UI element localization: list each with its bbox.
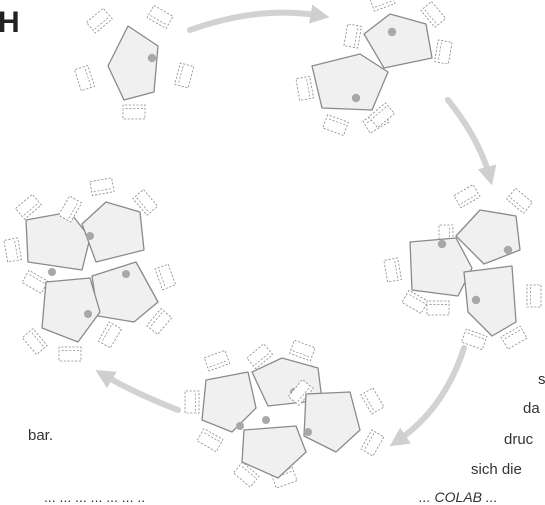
chair [289,339,316,362]
bottom-right-text-fragment: ... COLAB ... [419,489,498,505]
table-marker [262,416,270,424]
table-top [107,25,159,101]
chair [203,349,231,372]
table-top [25,211,91,271]
chair [85,7,113,34]
chair [154,263,177,291]
chair [526,284,542,308]
right-text-line: s [538,371,545,388]
table-top [41,277,101,343]
table-marker [48,268,56,276]
chair [369,0,396,12]
chair [122,104,146,120]
table-marker [351,93,361,103]
config-four-tables [3,177,177,362]
chair [146,308,173,335]
table-marker [437,239,447,249]
chair [453,184,481,209]
chair [21,269,49,294]
heading-fragment: H [0,6,20,39]
chair [343,23,362,49]
table-top [463,265,517,337]
table-marker [387,27,397,37]
table-top [363,13,433,69]
bottom-left-text-fragment: ... ... ... ... ... ... .. [44,489,146,505]
chair [434,39,453,65]
chair [506,187,533,214]
right-text-line: sich die [471,461,522,478]
config-three-tables [383,184,542,350]
chair [97,321,122,349]
arrow-3-to-4 [389,345,467,447]
table-marker [503,245,513,255]
chair [146,5,174,29]
arrow-4-to-5 [95,370,181,413]
chair [383,257,402,283]
chair [401,289,429,314]
config-single-table [74,5,195,120]
table-marker [236,422,244,430]
table-top [311,53,389,111]
table-top [241,425,307,479]
right-text-line: da [523,400,540,417]
config-two-tables [295,0,453,136]
table-marker [304,428,312,436]
right-text-line: druc [504,431,534,448]
chair [322,114,349,136]
chair [196,428,224,453]
table-marker [86,232,94,240]
chair [500,325,528,350]
table-marker [122,270,130,278]
table-top [201,371,257,433]
table-top [303,391,361,453]
chair [74,65,96,92]
table-marker [147,53,157,63]
config-five-tables [184,339,385,489]
table-marker [471,295,481,305]
chair [360,387,385,415]
chair [174,62,195,89]
chair [89,177,115,196]
arrow-2-to-3 [445,97,497,186]
chair [184,390,200,414]
chair [360,429,385,457]
chair [3,237,22,263]
left-text-fragment: bar. [28,427,54,444]
chair [21,328,48,355]
chair [15,193,42,220]
chair [426,300,450,316]
table-top [81,201,145,263]
arrow-1-to-2 [187,4,330,33]
chair [295,75,314,101]
table-marker [84,310,92,318]
chair [58,346,82,362]
flow-arrows [95,4,497,447]
